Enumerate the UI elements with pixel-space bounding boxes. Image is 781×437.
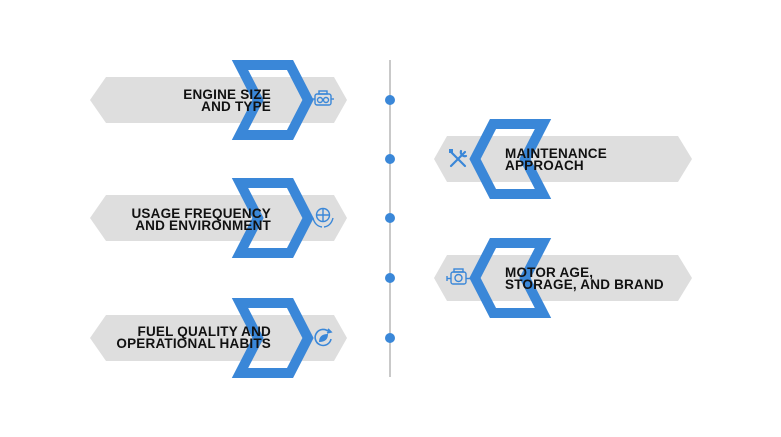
item-1-line-1: ENGINE SIZE xyxy=(183,87,271,102)
item-1-line-2: AND TYPE xyxy=(201,99,271,114)
card-shape xyxy=(90,195,347,241)
timeline-dot-4 xyxy=(385,273,395,283)
card-shape xyxy=(90,315,347,361)
hex-frame xyxy=(469,238,552,318)
card-shape xyxy=(90,77,347,123)
item-1-label: ENGINE SIZE AND TYPE xyxy=(183,87,271,114)
item-fuel-quality xyxy=(90,298,347,378)
item-5-line-1: FUEL QUALITY AND xyxy=(137,324,271,339)
item-3-line-1: USAGE FREQUENCY xyxy=(131,206,271,221)
item-4-line-2: STORAGE, AND BRAND xyxy=(505,277,664,292)
hex-frame xyxy=(231,178,314,258)
item-3-label: USAGE FREQUENCY AND ENVIRONMENT xyxy=(131,206,271,233)
timeline-dot-3 xyxy=(385,213,395,223)
eco-leaf-icon xyxy=(314,328,333,347)
item-2-line-1: MAINTENANCE xyxy=(505,146,607,161)
item-maintenance-approach xyxy=(434,119,692,199)
motor-icon xyxy=(446,268,470,285)
item-4-label: MOTOR AGE, STORAGE, AND BRAND xyxy=(505,265,664,292)
engine-icon xyxy=(312,90,334,106)
card-shape xyxy=(434,136,692,182)
hex-frame xyxy=(231,60,314,140)
timeline-dot-2 xyxy=(385,154,395,164)
item-2-label: MAINTENANCE APPROACH xyxy=(505,146,607,173)
timeline-dot-5 xyxy=(385,333,395,343)
hex-frame xyxy=(469,119,552,199)
item-5-line-2: OPERATIONAL HABITS xyxy=(116,336,271,351)
item-5-label: FUEL QUALITY AND OPERATIONAL HABITS xyxy=(116,324,271,351)
item-engine-size xyxy=(90,60,347,140)
item-2-line-2: APPROACH xyxy=(505,158,584,173)
item-4-line-1: MOTOR AGE, xyxy=(505,265,594,280)
tools-icon xyxy=(449,149,468,168)
item-usage-frequency xyxy=(90,178,347,258)
timeline-dot-1 xyxy=(385,95,395,105)
item-motor-age xyxy=(434,238,692,318)
item-3-line-2: AND ENVIRONMENT xyxy=(135,218,271,233)
card-shape xyxy=(434,255,692,301)
globe-hands-icon xyxy=(312,207,334,228)
hex-frame xyxy=(231,298,314,378)
